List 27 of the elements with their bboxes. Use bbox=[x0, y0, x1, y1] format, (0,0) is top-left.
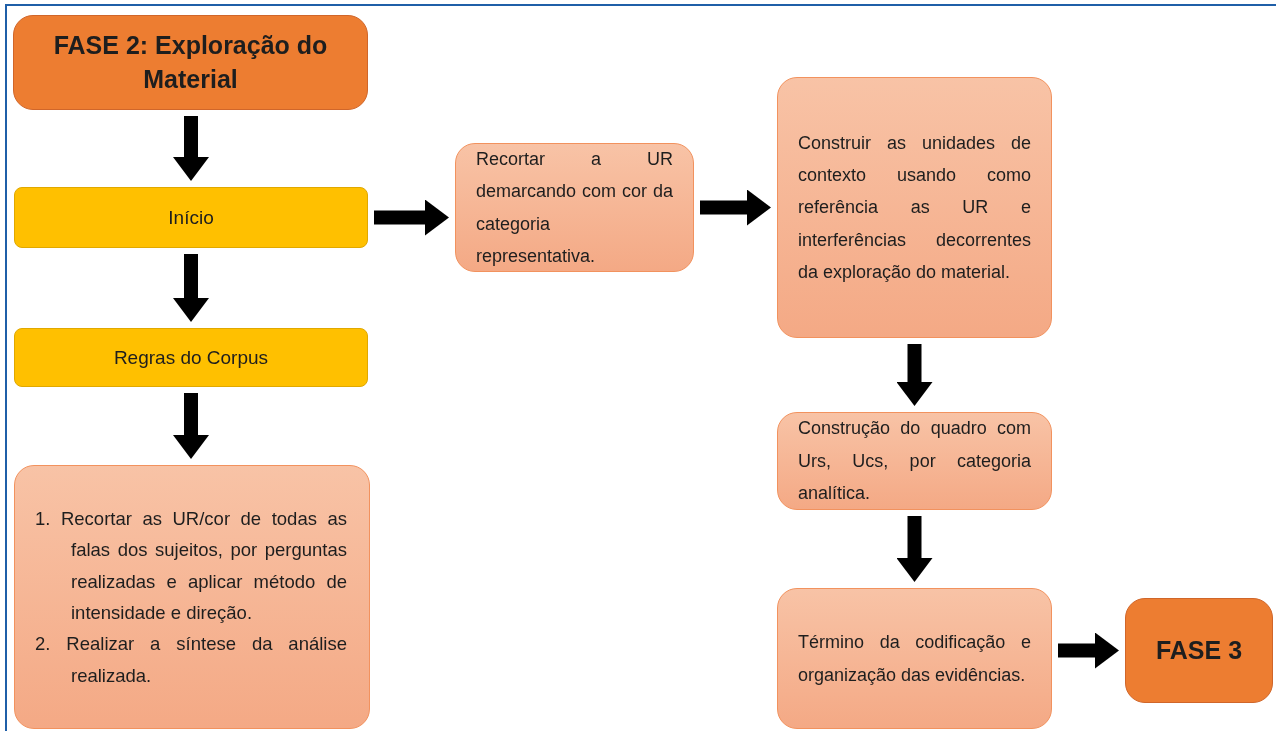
box-text: Término da codificação e organização das evidências. bbox=[798, 631, 1031, 687]
box-text: Início bbox=[167, 206, 215, 229]
arrow bbox=[700, 189, 771, 226]
arrow bbox=[173, 393, 209, 459]
step-box bbox=[14, 328, 368, 387]
phase-box bbox=[1125, 598, 1273, 703]
arrow bbox=[896, 344, 933, 406]
phase-box bbox=[13, 15, 368, 110]
box-text: Recortar a UR demarcando com cor da categoria representativa. bbox=[476, 147, 673, 268]
box-text: Construção do quadro com Urs, Ucs, por categoria analítica. bbox=[798, 417, 1031, 506]
box-text: Construir as unidades de contexto usando como referência as UR e interferências decorrentes da exploração do material. bbox=[798, 131, 1031, 285]
process-box bbox=[777, 588, 1052, 729]
arrow bbox=[173, 254, 209, 322]
arrow bbox=[896, 516, 933, 582]
arrow bbox=[173, 116, 209, 181]
step-box bbox=[14, 187, 368, 248]
process-box bbox=[777, 412, 1052, 510]
box-text: FASE 3 bbox=[1154, 634, 1244, 666]
process-box bbox=[455, 143, 694, 272]
arrow bbox=[1058, 632, 1119, 669]
list-box bbox=[14, 465, 370, 729]
box-text: Regras do Corpus bbox=[112, 346, 270, 369]
box-text: FASE 2: Exploração do Material bbox=[52, 29, 329, 95]
arrow bbox=[374, 199, 449, 236]
process-box bbox=[777, 77, 1052, 338]
list-item: 1. Recortar as UR/cor de todas as falas dos sujeitos, por perguntas realizadas e aplicar método de intensidade e direção. bbox=[35, 506, 347, 625]
list-item: 2. Realizar a síntese da análise realizada. bbox=[35, 632, 347, 688]
